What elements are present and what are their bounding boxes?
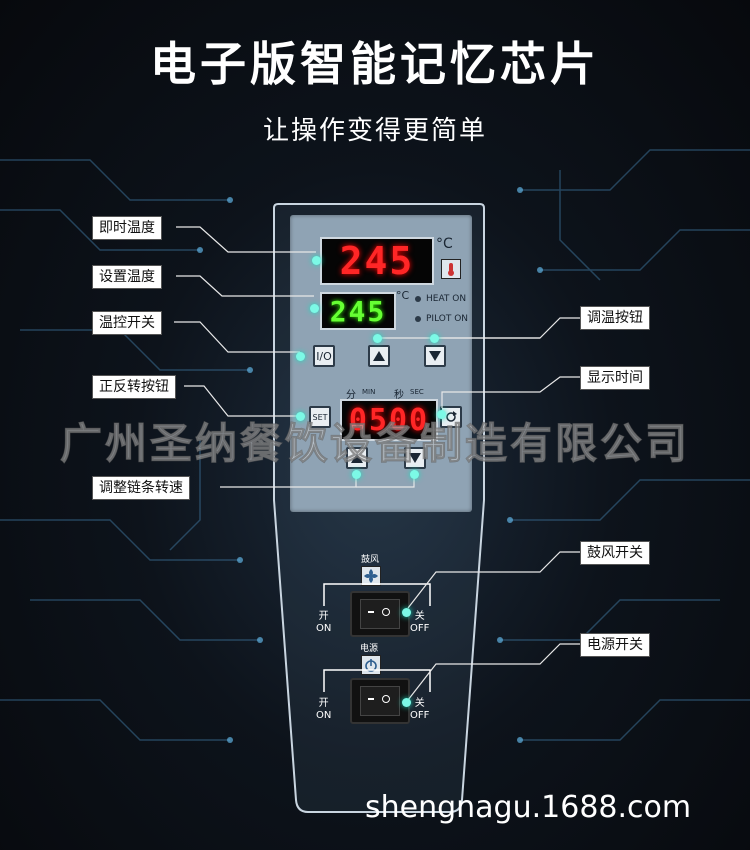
time-display: 0500 [340, 399, 438, 441]
callout-display-time: 显示时间 [580, 366, 650, 390]
current-temp-display: 245 [320, 237, 434, 285]
callout-dot [410, 470, 419, 479]
callout-dot [430, 334, 439, 343]
heat-on-label: HEAT ON [426, 294, 467, 304]
callout-adjust-buttons: 调温按钮 [580, 306, 650, 330]
callout-dot [402, 608, 411, 617]
minute-label: 分 [346, 390, 356, 401]
speed-down-button[interactable] [404, 447, 426, 469]
set-button[interactable]: SET [309, 406, 331, 428]
callout-dot [352, 470, 361, 479]
callout-reverse-button: 正反转按钮 [92, 375, 176, 399]
second-label: 秒 [394, 390, 404, 401]
temp-down-button[interactable] [424, 345, 446, 367]
power-toggle-button[interactable]: I/O [313, 345, 335, 367]
pilot-led [415, 316, 421, 322]
blower-label: 鼓风 [361, 555, 380, 565]
pilot-on-label: PILOT ON [426, 314, 469, 324]
second-en-label: SEC [410, 388, 424, 396]
callout-dot [296, 352, 305, 361]
power-bracket [323, 669, 431, 692]
thermometer-icon [441, 259, 461, 279]
callout-chain-speed: 调整链条转速 [92, 476, 190, 500]
callout-blower-switch: 鼓风开关 [580, 541, 650, 565]
callout-dot [402, 698, 411, 707]
arrow-up-icon [351, 453, 363, 463]
callout-power-switch: 电源开关 [580, 633, 650, 657]
speed-up-button[interactable] [346, 447, 368, 469]
callout-dot [312, 256, 321, 265]
rotate-icon [446, 411, 457, 422]
celsius-unit-small: °C [396, 289, 410, 302]
power-label: 电源 [360, 644, 379, 654]
minute-en-label: MIN [362, 388, 376, 396]
callout-current-temp: 即时温度 [92, 216, 162, 240]
arrow-down-icon [429, 351, 441, 361]
page-subtitle: 让操作变得更简单 [262, 116, 487, 146]
callout-dot [310, 304, 319, 313]
blower-bracket [323, 583, 431, 606]
arrow-up-icon [373, 351, 385, 361]
callout-dot [373, 334, 382, 343]
site-url: shengnagu.1688.com [365, 790, 692, 825]
celsius-unit: °C [436, 236, 453, 252]
callout-dot [437, 410, 446, 419]
set-temp-display: 245 [320, 292, 396, 330]
callout-temp-switch: 温控开关 [92, 311, 162, 335]
fan-icon [361, 566, 381, 586]
temp-up-button[interactable] [368, 345, 390, 367]
callout-set-temp: 设置温度 [92, 265, 162, 289]
callout-dot [296, 412, 305, 421]
arrow-down-icon [409, 453, 421, 463]
company-watermark: 广州圣纳餐饮设备制造有限公司 [59, 419, 690, 469]
heat-led [415, 296, 421, 302]
page-title: 电子版智能记忆芯片 [150, 37, 600, 91]
